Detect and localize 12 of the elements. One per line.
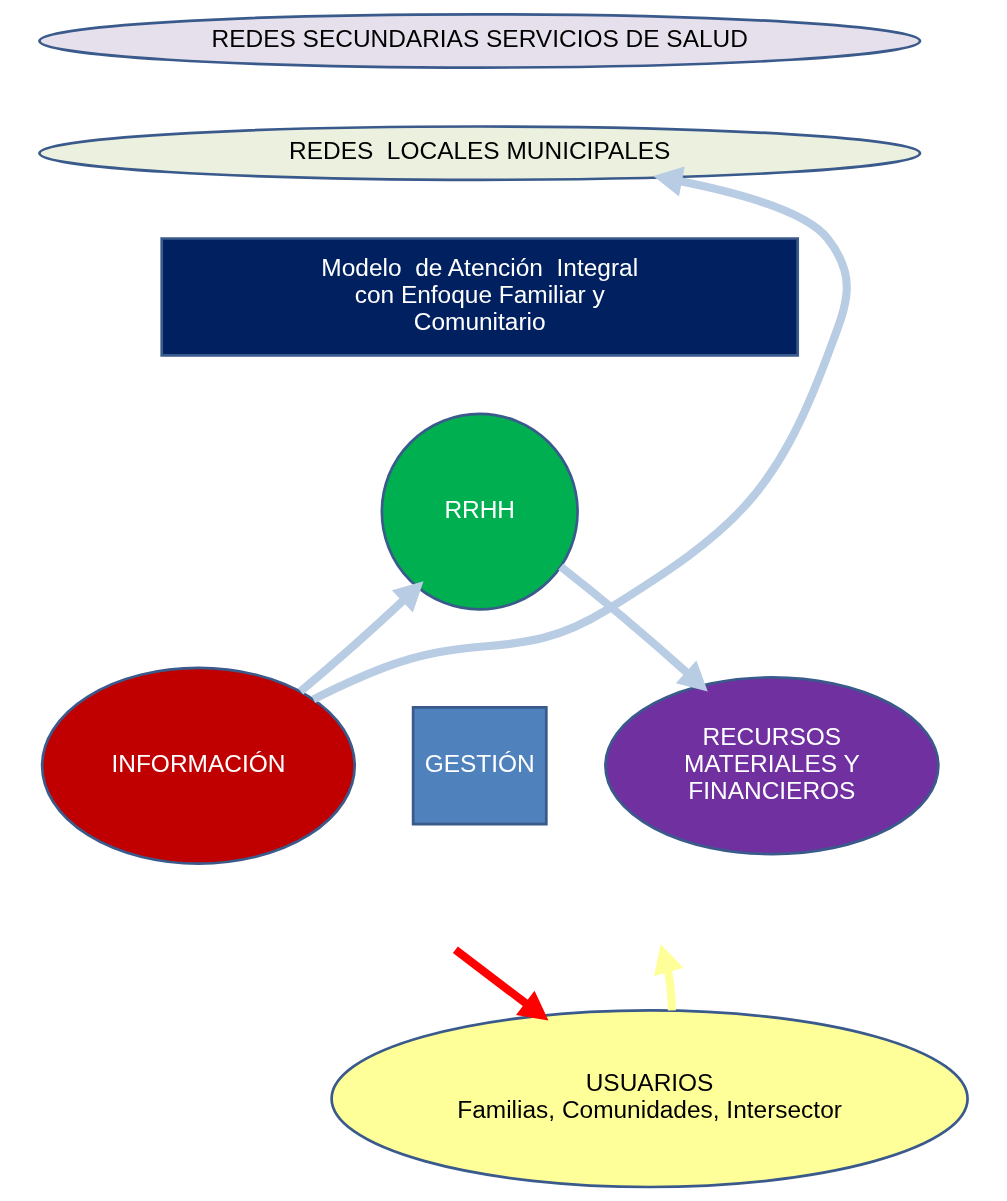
node-ellipse: INFORMACIÓN — [40, 666, 357, 865]
node-ellipse: USUARIOS Familias, Comunidades, Intersector — [330, 1009, 969, 1189]
arrow — [297, 581, 424, 695]
arrow — [452, 946, 549, 1021]
arrow — [558, 563, 708, 692]
node-box: Modelo de Atención Integral con Enfoque Familiar y Comunitario — [160, 237, 800, 357]
node-ellipse: REDES LOCALES MUNICIPALES — [38, 125, 922, 182]
arrow — [311, 166, 851, 703]
node-ellipse: REDES SECUNDARIAS SERVICIOS DE SALUD — [38, 12, 922, 69]
node-ellipse: RECURSOS MATERIALES Y FINANCIEROS — [604, 676, 940, 856]
node-box: GESTIÓN — [411, 705, 548, 826]
arrow — [653, 944, 684, 1011]
